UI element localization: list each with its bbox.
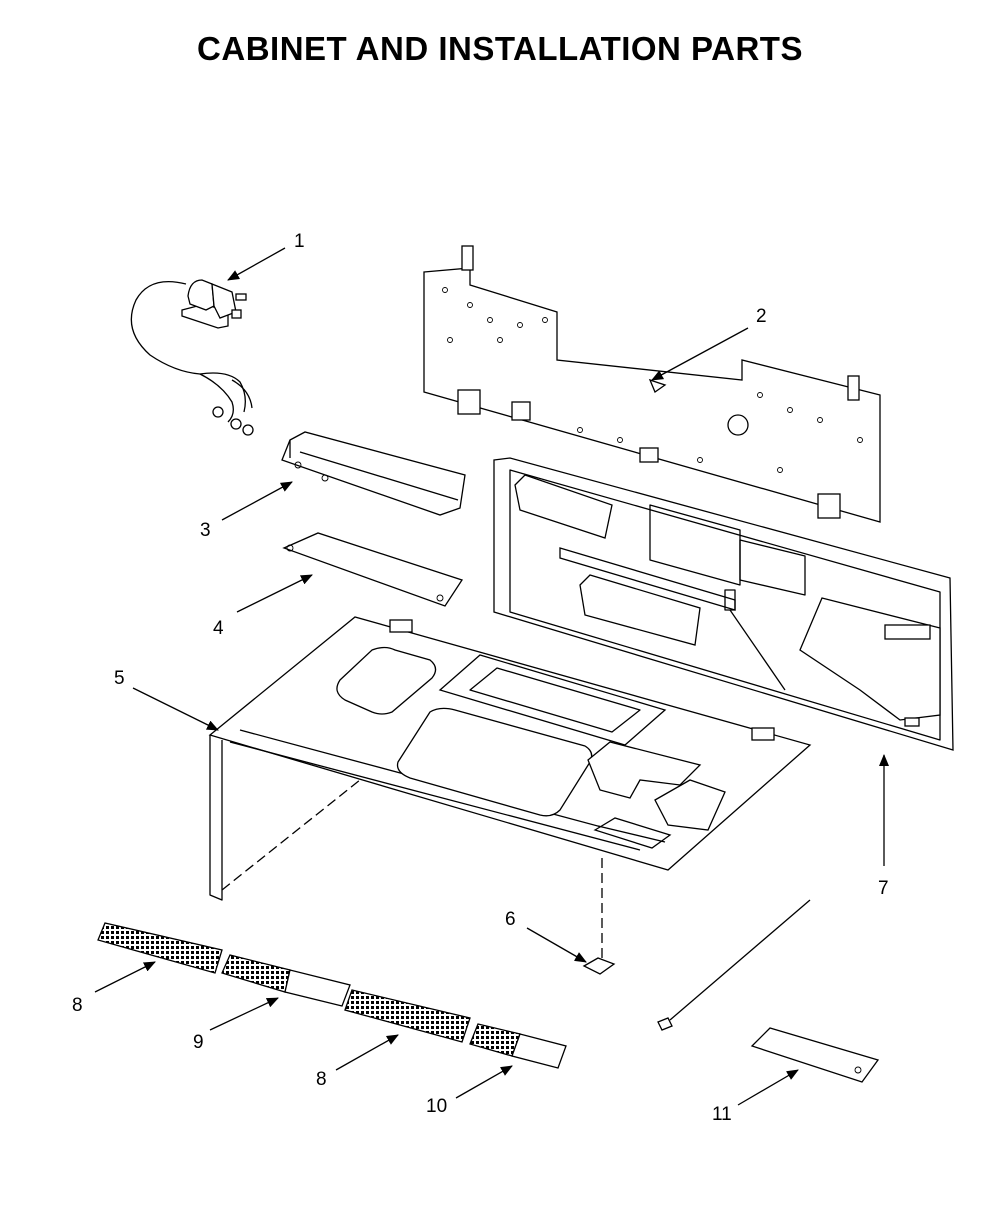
part-9-grille-center	[221, 954, 351, 1007]
callout-3: 3	[200, 520, 211, 541]
part-6-clip	[582, 858, 616, 975]
part-4-cover-sheet	[282, 532, 464, 607]
part-2-mounting-plate	[423, 245, 881, 523]
part-7-top-panel	[493, 457, 954, 751]
callout-8-left: 8	[72, 995, 83, 1016]
callout-10: 10	[426, 1096, 448, 1117]
callout-6: 6	[505, 909, 516, 930]
callout-9: 9	[193, 1032, 204, 1053]
page-title: CABINET AND INSTALLATION PARTS	[197, 30, 803, 67]
callout-7: 7	[878, 878, 889, 899]
callout-1: 1	[294, 231, 305, 252]
callout-8-right: 8	[316, 1069, 327, 1090]
callout-5: 5	[114, 668, 125, 689]
part-3-bracket	[281, 431, 466, 516]
part-10-grille-small	[469, 1023, 567, 1069]
part-5-bottom-plate	[208, 616, 812, 901]
callout-2: 2	[756, 306, 767, 327]
part-11-plate	[657, 899, 880, 1083]
part-8-grille-left	[97, 922, 223, 974]
leader-arrows	[94, 247, 889, 1106]
part-1-power-cord	[130, 279, 254, 436]
part-8-grille-right	[344, 989, 471, 1043]
callout-4: 4	[213, 618, 224, 639]
callout-11: 11	[712, 1104, 732, 1125]
